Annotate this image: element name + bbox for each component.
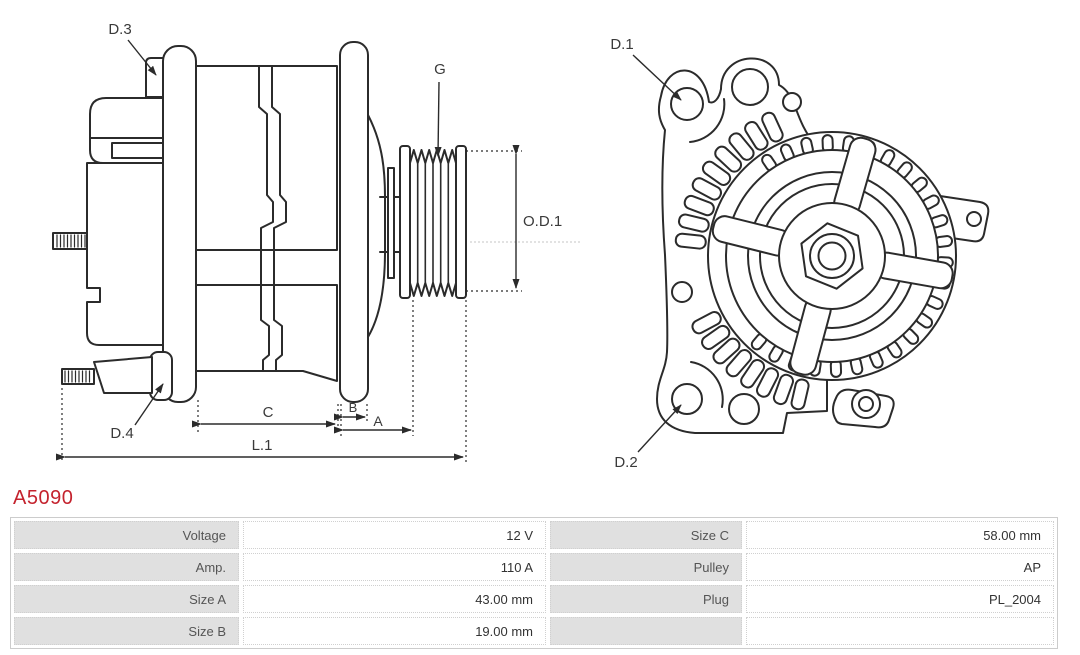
vent-slots-upper (674, 111, 784, 250)
plate-side-hole (671, 281, 693, 303)
technical-drawing: D.3 G O.D.1 D.4 C B (52, 21, 990, 471)
dim-l1: L.1 (56, 300, 467, 462)
dim-label-d1: D.1 (610, 36, 633, 53)
web-hole (782, 92, 802, 112)
spec-cell-label: Size B (14, 617, 239, 645)
side-view-drawing (52, 41, 467, 403)
front-mounting-band (339, 41, 369, 403)
shaft-end (817, 241, 847, 271)
rear-mounting-band (162, 45, 197, 403)
part-number: A5090 (13, 487, 74, 509)
front-view-dimensions: D.1 D.2 (610, 36, 682, 471)
dim-d2: D.2 (614, 404, 682, 471)
terminal-block (93, 356, 153, 394)
dim-g: G (434, 61, 446, 157)
front-view-drawing (656, 57, 990, 434)
spec-cell-value: 110 A (243, 553, 546, 581)
lower-ear-neck (690, 361, 724, 408)
dim-label-b: B (349, 400, 358, 415)
spec-cell-value: AP (746, 553, 1054, 581)
spec-cell-label: Pulley (550, 553, 742, 581)
terminal-boss (149, 351, 173, 401)
mounting-hole-d1 (670, 87, 704, 121)
spec-cell-label (550, 617, 742, 645)
dim-label-od1: O.D.1 (523, 213, 562, 230)
dim-label-c: C (263, 404, 274, 421)
dim-label-l1: L.1 (252, 437, 273, 454)
dim-label-d4: D.4 (110, 425, 133, 442)
dim-d3: D.3 (108, 21, 157, 76)
spec-cell-label: Size A (14, 585, 239, 613)
dim-c: C (192, 400, 339, 432)
spec-cell-label: Size C (550, 521, 742, 549)
pulley (399, 145, 467, 299)
dim-a: A (334, 300, 414, 436)
spec-cell-label: Plug (550, 585, 742, 613)
spec-cell-label: Amp. (14, 553, 239, 581)
spec-cell-value: 19.00 mm (243, 617, 546, 645)
bottom-lug-hole (858, 396, 874, 412)
dim-d4: D.4 (110, 383, 164, 442)
rear-cover-slot (111, 142, 164, 159)
dim-d1: D.1 (610, 36, 682, 101)
spec-cell-label: Voltage (14, 521, 239, 549)
lower-boss-hole (728, 393, 760, 425)
spec-cell-value: 58.00 mm (746, 521, 1054, 549)
body-lower (195, 284, 338, 382)
casting-seam (258, 65, 287, 372)
rear-bracket-tab (145, 57, 164, 98)
right-tab-hole (966, 211, 982, 227)
dim-label-d2: D.2 (614, 454, 637, 471)
side-view-dimensions: D.3 G O.D.1 D.4 C B (56, 21, 582, 462)
vent-slots-lower (691, 310, 810, 411)
dim-label-d3: D.3 (108, 21, 131, 38)
rear-cover-main (86, 162, 164, 346)
front-taper (367, 114, 386, 338)
dim-od1: O.D.1 (466, 145, 582, 292)
shaft (387, 167, 395, 279)
dim-label-g: G (434, 61, 446, 78)
spec-table: Voltage 12 V Size C 58.00 mm Amp. 110 A … (10, 517, 1058, 649)
upper-boss-hole (731, 68, 769, 106)
spec-cell-value: PL_2004 (746, 585, 1054, 613)
dim-label-a: A (373, 413, 383, 429)
upper-ear-neck (689, 98, 726, 143)
spec-cell-value: 43.00 mm (243, 585, 546, 613)
spec-cell-value: 12 V (243, 521, 546, 549)
spec-cell-value (746, 617, 1054, 645)
